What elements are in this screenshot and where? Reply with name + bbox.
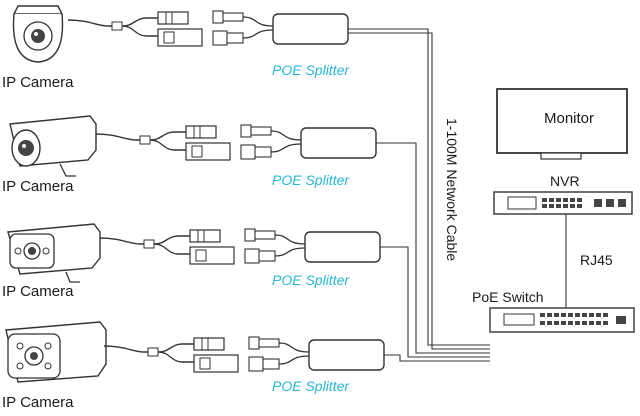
camera-3-icon <box>7 223 101 283</box>
poe-switch-label: PoE Switch <box>472 289 544 305</box>
nvr-icon <box>493 191 633 215</box>
camera-3-label: IP Camera <box>2 283 74 300</box>
network-cable-label: 1-100M Network Cable <box>444 118 460 262</box>
camera-2-icon <box>9 115 97 177</box>
camera-4-icon <box>5 321 107 383</box>
splitter-3-label: POE Splitter <box>272 272 350 288</box>
camera-1-icon <box>12 5 64 63</box>
camera-2-cabling <box>95 124 377 161</box>
splitter-2-label: POE Splitter <box>272 172 350 188</box>
splitter-1-label: POE Splitter <box>272 62 350 78</box>
camera-2-label: IP Camera <box>2 178 74 195</box>
poe-switch-icon <box>489 307 635 333</box>
rj45-label: RJ45 <box>580 252 613 268</box>
camera-4-label: IP Camera <box>2 394 74 411</box>
monitor-icon <box>496 88 628 160</box>
splitter-4-label: POE Splitter <box>272 378 350 394</box>
nvr-label: NVR <box>550 173 580 189</box>
camera-4-cabling <box>103 336 385 373</box>
camera-1-cabling <box>67 10 349 47</box>
camera-3-cabling <box>99 228 381 265</box>
camera-1-label: IP Camera <box>2 74 74 91</box>
network-cables <box>348 28 567 362</box>
monitor-label: Monitor <box>544 110 595 127</box>
